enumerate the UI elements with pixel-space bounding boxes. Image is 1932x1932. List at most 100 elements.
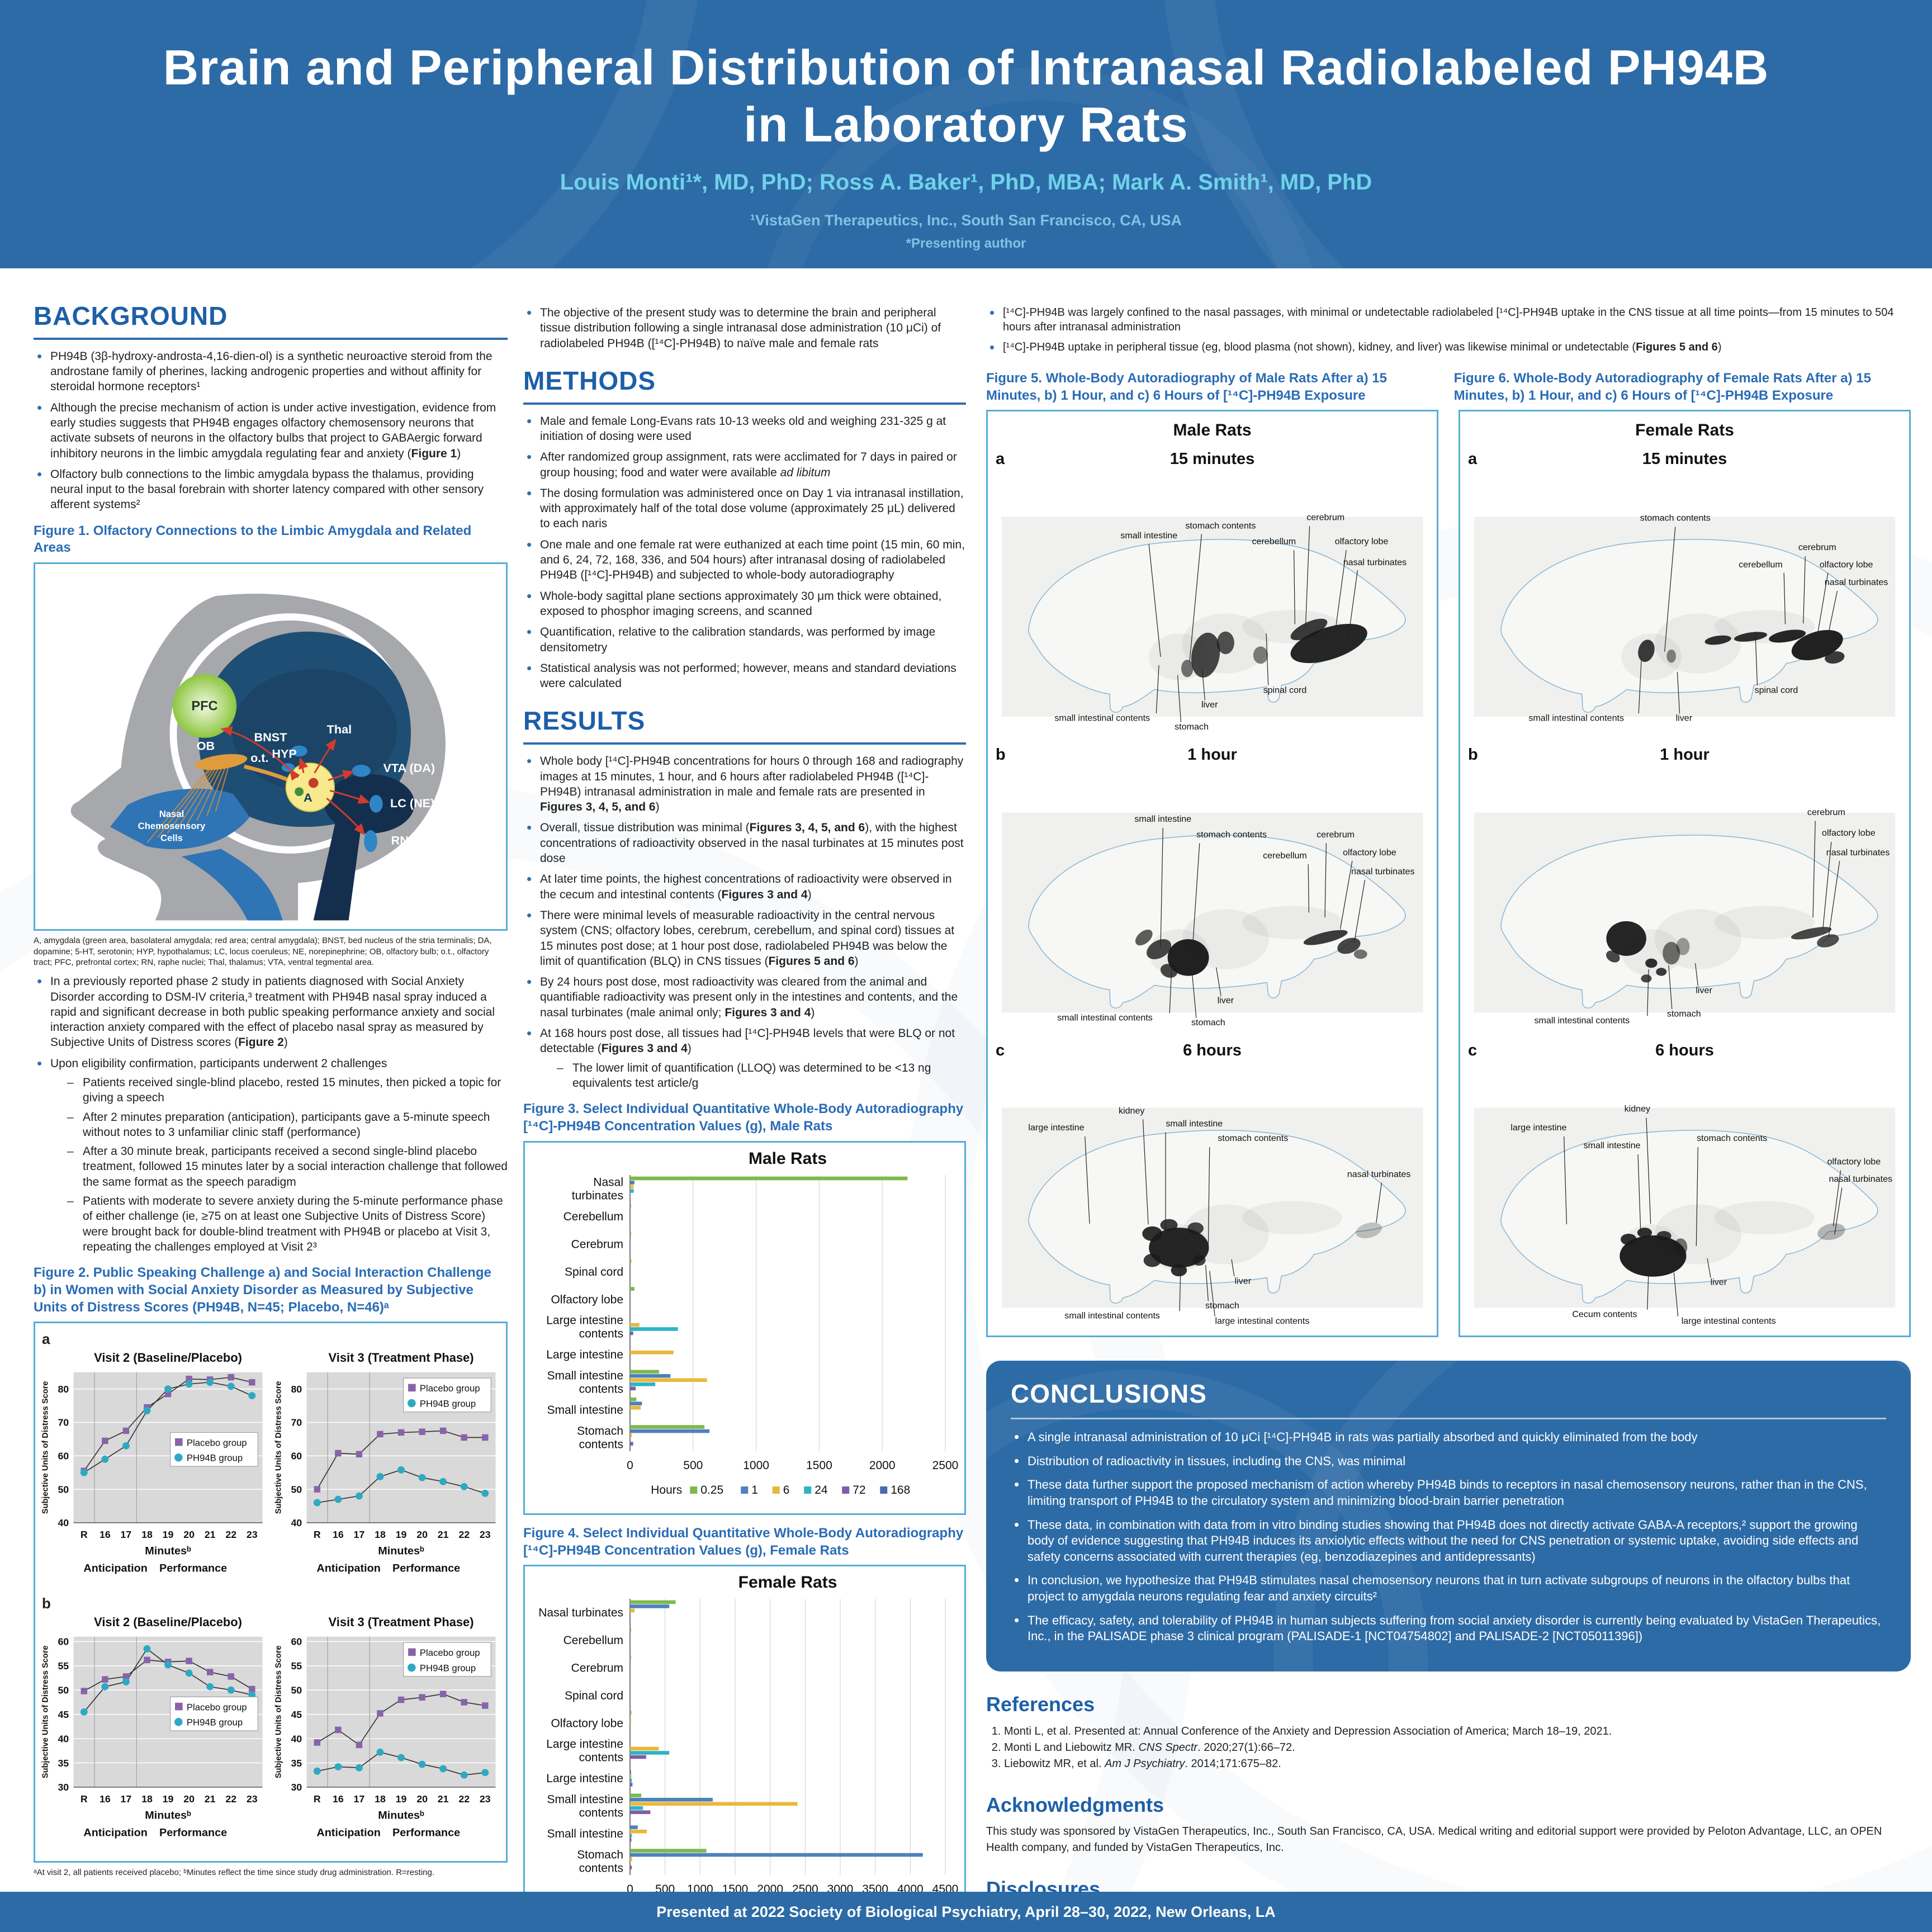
svg-text:Olfactory lobe: Olfactory lobe — [551, 1717, 623, 1730]
sub-bullet-item: The lower limit of quantification (LLOQ)… — [557, 1060, 966, 1091]
svg-text:Anticipation: Anticipation — [83, 1827, 147, 1839]
svg-text:Placebo group: Placebo group — [187, 1702, 247, 1712]
sub-bullet-item: After 2 minutes preparation (anticipatio… — [67, 1110, 508, 1140]
pfc-label: PFC — [191, 699, 217, 713]
sub-bullet-item: After a 30 minute break, participants re… — [67, 1144, 508, 1190]
svg-text:olfactory lobe: olfactory lobe — [1335, 536, 1389, 546]
svg-text:Performance: Performance — [159, 1562, 227, 1575]
svg-text:0.25: 0.25 — [700, 1484, 723, 1497]
svg-text:cerebrum: cerebrum — [1317, 830, 1355, 840]
bullet-item: Distribution of radioactivity in tissues… — [1011, 1452, 1886, 1470]
svg-text:liver: liver — [1676, 713, 1693, 723]
svg-text:21: 21 — [205, 1529, 216, 1540]
svg-text:spinal cord: spinal cord — [1755, 685, 1798, 695]
svg-text:Stomach: Stomach — [577, 1849, 623, 1862]
column-right: [¹⁴C]-PH94B was largely confined to the … — [986, 300, 1911, 1932]
bullet-item: Whole body [¹⁴C]-PH94B concentrations fo… — [523, 752, 966, 815]
thal-label: Thal — [327, 722, 352, 736]
svg-text:Minutesᵇ: Minutesᵇ — [145, 1545, 191, 1557]
brainstem — [313, 817, 362, 921]
background-bullets-2: In a previously reported phase 2 study i… — [34, 972, 508, 1254]
panel-letter: a — [996, 450, 1005, 468]
svg-text:PH94B group: PH94B group — [187, 1453, 243, 1464]
svg-text:2000: 2000 — [869, 1459, 896, 1472]
svg-text:PH94B group: PH94B group — [187, 1717, 243, 1728]
svg-text:Female Rats: Female Rats — [738, 1573, 837, 1592]
svg-text:R: R — [314, 1793, 321, 1805]
projection-arrows — [220, 726, 370, 836]
ob-label: OB — [197, 739, 215, 753]
background-heading: BACKGROUND — [34, 300, 508, 340]
bnst-node — [291, 745, 307, 757]
svg-text:2500: 2500 — [932, 1459, 959, 1472]
svg-text:small intestine: small intestine — [1134, 814, 1191, 824]
svg-text:18: 18 — [375, 1529, 386, 1540]
line-chart: Visit 2 (Baseline/Placebo)30354045505560… — [41, 1615, 263, 1839]
svg-text:liver: liver — [1201, 700, 1218, 710]
figure6-title: Female Rats — [1635, 421, 1734, 440]
svg-text:60: 60 — [291, 1636, 302, 1647]
svg-text:nasal turbinates: nasal turbinates — [1826, 847, 1890, 858]
svg-text:Spinal cord: Spinal cord — [565, 1689, 623, 1702]
svg-text:spinal cord: spinal cord — [1263, 685, 1307, 695]
svg-text:Olfactory lobe: Olfactory lobe — [551, 1293, 623, 1306]
acknowledgments-heading: Acknowledgments — [986, 1793, 1164, 1816]
svg-text:45: 45 — [291, 1709, 302, 1720]
svg-text:23: 23 — [247, 1529, 258, 1540]
poster-title: Brain and Peripheral Distribution of Int… — [163, 40, 1769, 153]
figure2-footnote: ᵃAt visit 2, all patients received place… — [34, 1868, 434, 1878]
svg-text:1000: 1000 — [743, 1459, 769, 1472]
svg-text:turbinates: turbinates — [572, 1189, 623, 1202]
panel-time-label: 15 minutes — [1642, 450, 1727, 468]
svg-text:cerebrum: cerebrum — [1807, 807, 1845, 817]
svg-text:20: 20 — [183, 1793, 195, 1805]
svg-text:0: 0 — [627, 1459, 633, 1472]
bullet-item: After randomized group assignment, rats … — [523, 448, 966, 480]
svg-text:55: 55 — [291, 1660, 302, 1671]
panel-time-label: 6 hours — [1655, 1041, 1714, 1059]
vta-label: VTA (DA) — [383, 761, 435, 775]
bullet-item: In conclusion, we hypothesize that PH94B… — [1011, 1571, 1886, 1604]
svg-text:Large intestine: Large intestine — [546, 1738, 623, 1751]
column-left: BACKGROUND PH94B (3β-hydroxy-androsta-4,… — [34, 300, 508, 1881]
svg-text:contents: contents — [579, 1862, 623, 1875]
svg-text:nasal turbinates: nasal turbinates — [1825, 577, 1888, 588]
svg-text:Visit 3 (Treatment Phase): Visit 3 (Treatment Phase) — [329, 1615, 474, 1629]
panel-time-label: 1 hour — [1187, 746, 1237, 764]
svg-text:50: 50 — [58, 1685, 69, 1696]
figure6-caption: Figure 6. Whole-Body Autoradiography of … — [1453, 371, 1871, 403]
svg-text:Placebo group: Placebo group — [420, 1383, 480, 1394]
svg-text:Large intestine: Large intestine — [546, 1348, 623, 1361]
svg-text:Anticipation: Anticipation — [83, 1562, 147, 1575]
rn-label: RN (5-HT) — [391, 834, 447, 847]
references-list: Monti L, et al. Presented at: Annual Con… — [986, 1723, 1911, 1772]
svg-text:kidney: kidney — [1625, 1104, 1650, 1114]
svg-text:21: 21 — [438, 1529, 449, 1540]
column-middle: The objective of the present study was t… — [523, 300, 966, 1932]
svg-text:olfactory lobe: olfactory lobe — [1822, 828, 1876, 838]
svg-text:60: 60 — [58, 1636, 69, 1647]
bullet-item: Olfactory bulb connections to the limbic… — [34, 465, 508, 513]
ot-label: o.t. — [250, 751, 268, 765]
svg-text:Anticipation: Anticipation — [316, 1562, 380, 1575]
panel-letter: b — [996, 746, 1006, 764]
panel-letter: c — [1468, 1041, 1478, 1059]
svg-text:Stomach: Stomach — [577, 1424, 623, 1437]
bullet-item: At 168 hours post dose, all tissues had … — [523, 1024, 966, 1091]
conclusions-bullets: A single intranasal administration of 10… — [1011, 1428, 1886, 1645]
svg-text:17: 17 — [354, 1529, 365, 1540]
svg-text:19: 19 — [163, 1529, 174, 1540]
svg-text:Minutesᵇ: Minutesᵇ — [378, 1809, 424, 1821]
svg-text:19: 19 — [396, 1793, 407, 1805]
svg-text:Placebo group: Placebo group — [420, 1647, 480, 1658]
svg-text:PH94B group: PH94B group — [420, 1399, 476, 1409]
svg-text:large intestine: large intestine — [1510, 1123, 1566, 1133]
